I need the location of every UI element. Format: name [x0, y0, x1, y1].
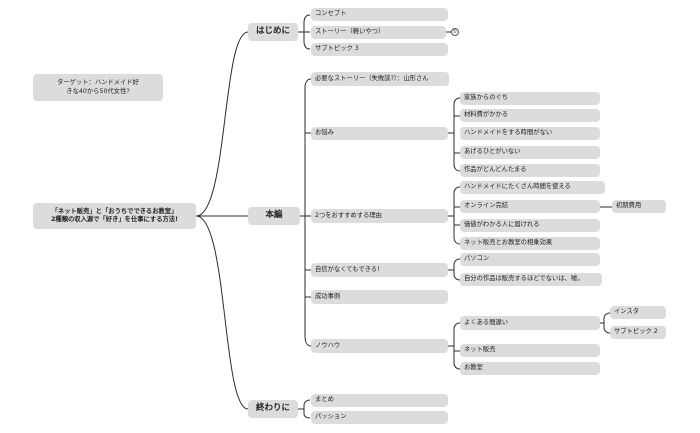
connector-intro	[195, 31, 249, 217]
bracket-mistakes	[600, 312, 611, 334]
main-success-cases[interactable]: 成功事例	[311, 290, 448, 304]
knowhow-classroom[interactable]: お教室	[460, 362, 600, 375]
mistake-instagram[interactable]: インスタ	[610, 306, 666, 319]
bracket-worry	[448, 97, 461, 172]
main-worry[interactable]: お悩み	[311, 127, 448, 140]
intro-story[interactable]: ストーリー（軽いやつ）	[311, 26, 446, 39]
intro-subtopic-3[interactable]: サブトピック 3	[311, 43, 448, 56]
confidence-not-true[interactable]: 自分の作品は販売するほどでないは、嘘。	[460, 273, 602, 286]
reason-synergy[interactable]: ネット販売とお教室の相乗効果	[460, 237, 600, 250]
confidence-pc[interactable]: パソコン	[460, 253, 600, 266]
worry-no-time[interactable]: ハンドメイドをする時間がない	[460, 127, 600, 140]
main-story[interactable]: 必要なストーリー（失敗談?）：山形さん	[311, 72, 449, 86]
main-knowhow[interactable]: ノウハウ	[311, 339, 448, 353]
bracket-confidence	[448, 258, 461, 281]
target-note[interactable]: ターゲット：ハンドメイド好 きな40から50代女性?	[33, 74, 163, 101]
reason-online[interactable]: オンライン完結	[460, 200, 600, 213]
connector-end	[195, 215, 249, 410]
bracket-reasons	[448, 186, 461, 245]
section-end[interactable]: 終わりに	[248, 400, 298, 418]
bracket-knowhow	[448, 322, 461, 370]
marker-circle-icon[interactable]: ①	[451, 28, 459, 36]
reason-initial-cost[interactable]: 初期費用	[612, 200, 666, 213]
bracket-end	[298, 399, 311, 419]
end-summary[interactable]: まとめ	[311, 394, 448, 407]
section-main[interactable]: 本編	[248, 207, 300, 225]
main-reasons[interactable]: 2つをおすすめする理由	[311, 209, 448, 223]
end-passion[interactable]: パッション	[311, 411, 448, 424]
reason-more-time[interactable]: ハンドメイドにたくさん時間を使える	[460, 181, 605, 194]
worry-piling-up[interactable]: 作品がどんどんたまる	[460, 164, 600, 177]
main-confidence[interactable]: 自信がなくてもできる!	[311, 263, 448, 277]
worry-material-cost[interactable]: 材料費がかかる	[460, 109, 600, 122]
knowhow-net-sales[interactable]: ネット販売	[460, 344, 600, 357]
mistake-subtopic-2[interactable]: サブトピック 2	[610, 326, 666, 339]
root-topic[interactable]: 「ネット販売」と「おうちでできるお教室」 2種類の収入源で「好き」を仕事にする方…	[33, 203, 196, 229]
worry-family[interactable]: 家族からのぐち	[460, 92, 600, 105]
reason-value[interactable]: 価値がわかる人に届けれる	[460, 219, 600, 232]
knowhow-mistakes[interactable]: よくある間違い	[460, 316, 600, 330]
intro-concept[interactable]: コンセプト	[311, 8, 448, 21]
section-intro[interactable]: はじめに	[248, 23, 298, 41]
worry-no-recipient[interactable]: あげるひとがいない	[460, 146, 600, 159]
bracket-main	[300, 78, 312, 347]
